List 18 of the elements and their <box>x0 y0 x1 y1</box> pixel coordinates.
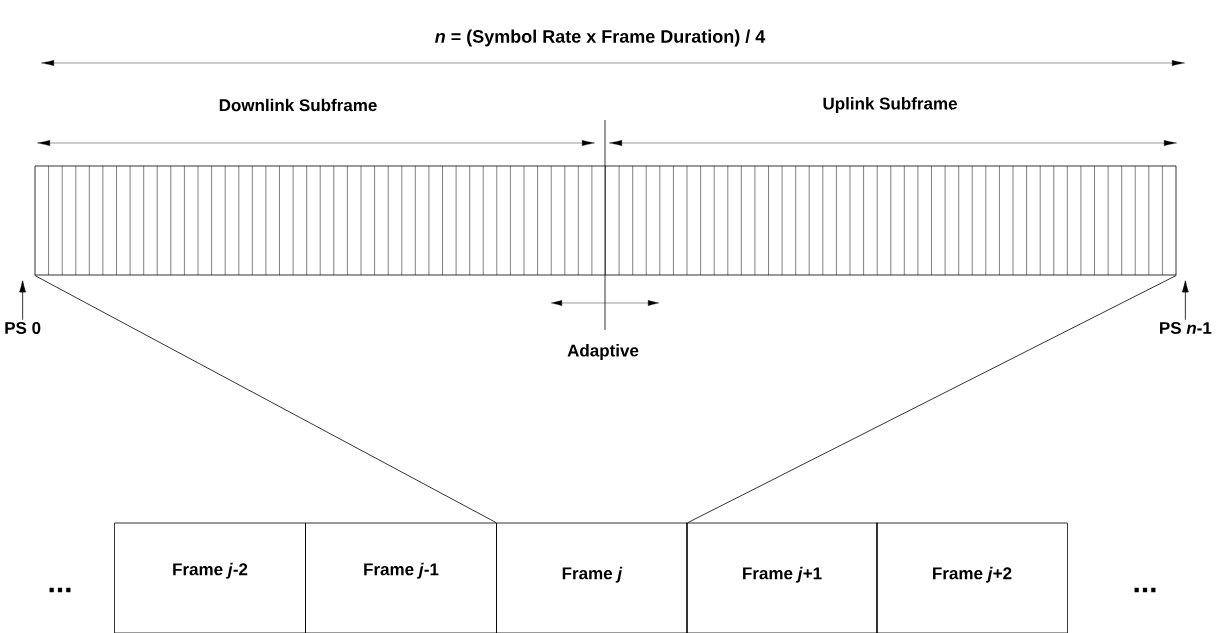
ellipsis: ... <box>1134 587 1156 593</box>
title: n = (Symbol Rate x Frame Duration) / 4 <box>435 29 766 47</box>
frame-box: Frame j+1 <box>686 522 878 633</box>
frame-box: Frame j <box>496 522 688 633</box>
frame-box: Frame j+2 <box>876 522 1068 633</box>
port-label: PS 0 <box>5 322 41 334</box>
port-label: PS n-1 <box>1160 322 1212 334</box>
text-label: Adaptive <box>567 344 639 360</box>
zoom-line <box>687 275 1177 523</box>
frame-box: Frame j-1 <box>305 522 497 633</box>
ellipsis: ... <box>49 587 71 593</box>
pointer-arrow <box>1182 280 1189 321</box>
slotted-bar <box>34 165 1177 276</box>
text-label: Uplink Subframe <box>823 97 957 113</box>
zoom-line <box>34 275 497 523</box>
frame-box: Frame j-2 <box>114 522 306 633</box>
text-label: Downlink Subframe <box>219 98 377 112</box>
pointer-arrow <box>19 280 26 321</box>
